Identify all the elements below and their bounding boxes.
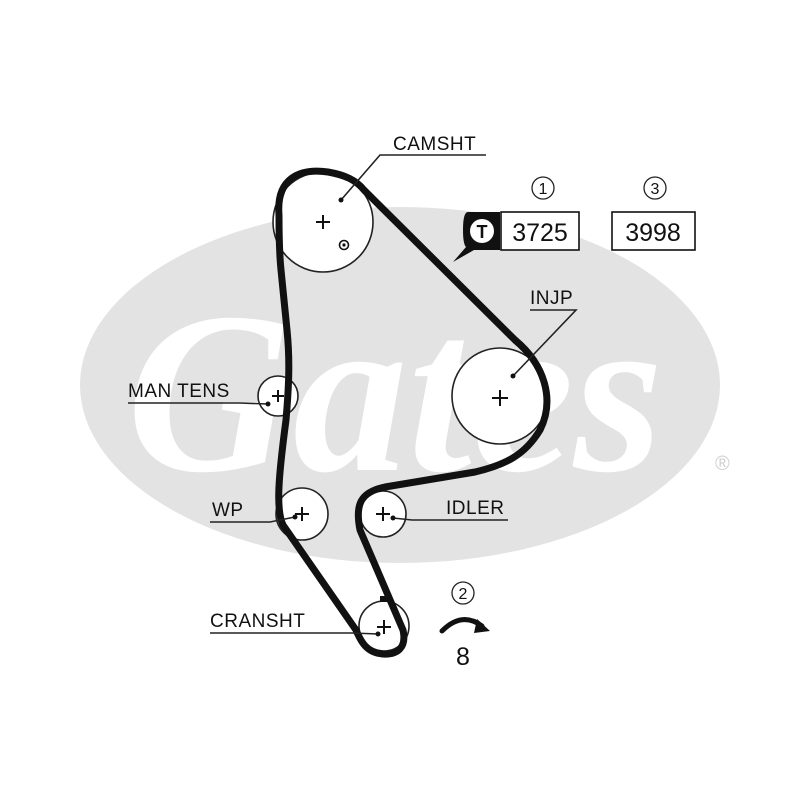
camshaft-center-mark xyxy=(316,215,330,229)
secondary-value: 3998 xyxy=(625,219,681,247)
crankshaft-label: CRANSHT xyxy=(210,611,305,632)
watermark-registered-symbol: ® xyxy=(715,453,730,475)
camshaft-leader-dot xyxy=(338,197,344,203)
injection-pump-leader xyxy=(512,309,578,377)
water-pump-leader-dot xyxy=(292,514,298,520)
watermark-ellipse xyxy=(80,207,720,563)
camshaft-leader xyxy=(340,154,486,201)
gates-watermark: Gates ® xyxy=(80,207,730,563)
injection-pump-label: INJP xyxy=(530,288,573,309)
tool-badge-circle xyxy=(470,219,494,243)
watermark-text: Gates xyxy=(127,265,664,520)
tool-value: 3725 xyxy=(512,219,568,247)
water-pump-center-mark xyxy=(295,507,309,521)
idler-leader-dot xyxy=(390,515,396,521)
timing-belt xyxy=(275,167,551,658)
manual-tensioner-leader-dot xyxy=(265,401,271,407)
rotation-arrow-head-icon xyxy=(474,619,490,633)
camshaft-timing-dot xyxy=(342,243,346,247)
injection-pump-leader-dot xyxy=(510,373,516,379)
tool-callout-marker xyxy=(531,176,555,200)
crankshaft-timing-mark xyxy=(380,596,388,602)
crankshaft-leader xyxy=(210,632,379,635)
leader-lines xyxy=(128,154,578,635)
water-pump-label: WP xyxy=(212,500,244,521)
crankshaft-leader-dot xyxy=(375,631,381,637)
crankshaft-center-mark xyxy=(377,620,391,634)
idler-center-mark xyxy=(376,507,390,521)
secondary-callout-marker-number: 3 xyxy=(651,181,660,198)
rotation-callout-marker-number: 2 xyxy=(459,586,468,603)
manual-tensioner-label: MAN TENS xyxy=(128,381,230,402)
manual-tensioner-leader xyxy=(128,402,269,405)
secondary-callout-marker xyxy=(643,176,667,200)
secondary-callout: 3 3998 xyxy=(611,176,696,251)
water-pump-leader xyxy=(210,516,296,523)
tool-callout-marker-number: 1 xyxy=(539,181,548,198)
tool-callout: 1 T 3725 xyxy=(453,176,580,262)
idler-leader xyxy=(392,517,508,521)
secondary-value-box xyxy=(611,211,696,251)
rotation-value: 8 xyxy=(456,643,470,671)
manual-tensioner-center-mark xyxy=(272,390,284,402)
rotation-callout: 2 8 xyxy=(439,581,490,671)
leader-dots xyxy=(265,197,516,637)
tool-value-box xyxy=(500,211,580,251)
timing-marks xyxy=(338,239,388,602)
tool-badge-letter: T xyxy=(477,222,488,242)
injection-pump-center-mark xyxy=(492,390,508,406)
rotation-callout-marker xyxy=(451,581,475,605)
pulley-centers xyxy=(272,215,508,634)
camshaft-label: CAMSHT xyxy=(393,134,476,155)
idler-label: IDLER xyxy=(446,498,504,519)
